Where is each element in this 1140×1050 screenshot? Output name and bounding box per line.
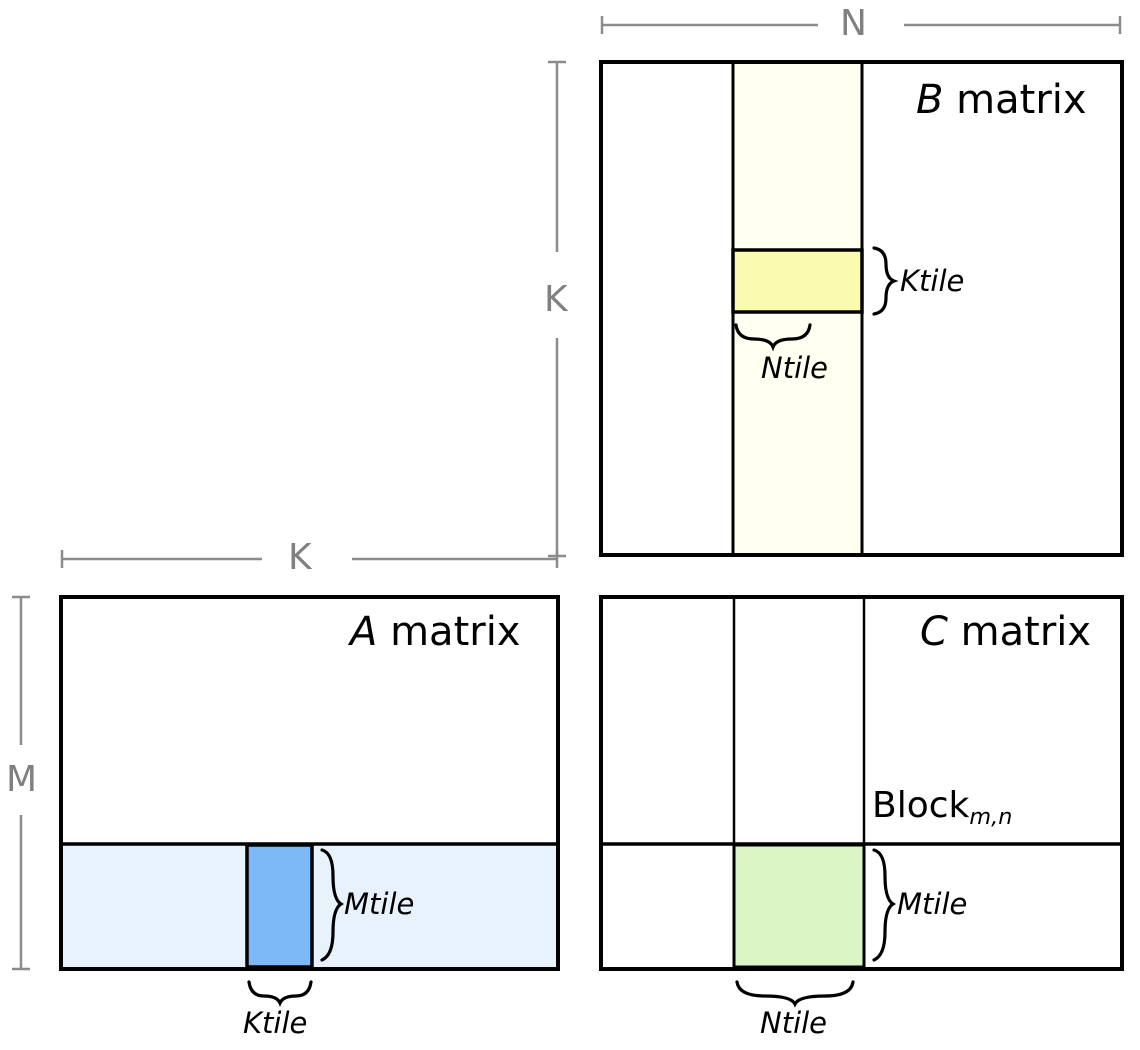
matrix-c-title-symbol: C	[920, 609, 948, 655]
matrix-a-mtile-label: Mtile	[344, 887, 415, 921]
matrix-a-title-symbol: A	[350, 609, 378, 655]
brace-c-ntile	[735, 980, 855, 1008]
matrix-a	[59, 595, 560, 971]
matrix-c-ntile-label: Ntile	[760, 1006, 828, 1040]
matrix-c-title-word: matrix	[947, 609, 1092, 655]
brace-b-ntile	[734, 323, 812, 352]
matrix-c-mtile-label: Mtile	[897, 887, 968, 921]
matrix-b	[599, 60, 1124, 557]
matrix-a-title: A matrix	[350, 612, 520, 652]
dimension-label-k-vertical: K	[544, 279, 568, 320]
matrix-c-block-label-main: Block	[872, 785, 970, 826]
brace-b-ktile	[872, 246, 899, 316]
matrix-b-title: B matrix	[916, 80, 1087, 120]
dimension-k-vertical	[548, 60, 566, 558]
dimension-n	[600, 16, 1122, 34]
matrix-c-tile	[732, 843, 866, 969]
dimension-label-n: N	[840, 3, 867, 44]
matrix-a-tile	[245, 843, 314, 969]
matrix-b-ntile-label: Ntile	[761, 351, 829, 385]
matrix-c	[599, 595, 1124, 971]
matrix-c-title: C matrix	[920, 612, 1091, 652]
brace-a-ktile	[247, 980, 313, 1008]
matrix-c-block-label-subscript: m,n	[969, 803, 1013, 830]
matrix-b-tile	[731, 248, 864, 314]
matrix-b-ktile-label: Ktile	[900, 264, 965, 298]
matrix-a-ktile-label: Ktile	[243, 1006, 308, 1040]
brace-c-mtile	[872, 848, 897, 962]
dimension-label-m-vertical: M	[6, 759, 38, 800]
dimension-label-k-horizontal: K	[288, 537, 312, 578]
matrix-a-title-word: matrix	[377, 609, 521, 655]
brace-a-mtile	[320, 848, 345, 962]
dimension-k-horizontal	[60, 550, 559, 568]
matrix-b-title-symbol: B	[916, 77, 944, 123]
matrix-b-title-word: matrix	[943, 77, 1087, 123]
dimension-m-vertical	[12, 595, 30, 971]
matrix-c-block-label: Blockm,n	[872, 785, 1012, 828]
